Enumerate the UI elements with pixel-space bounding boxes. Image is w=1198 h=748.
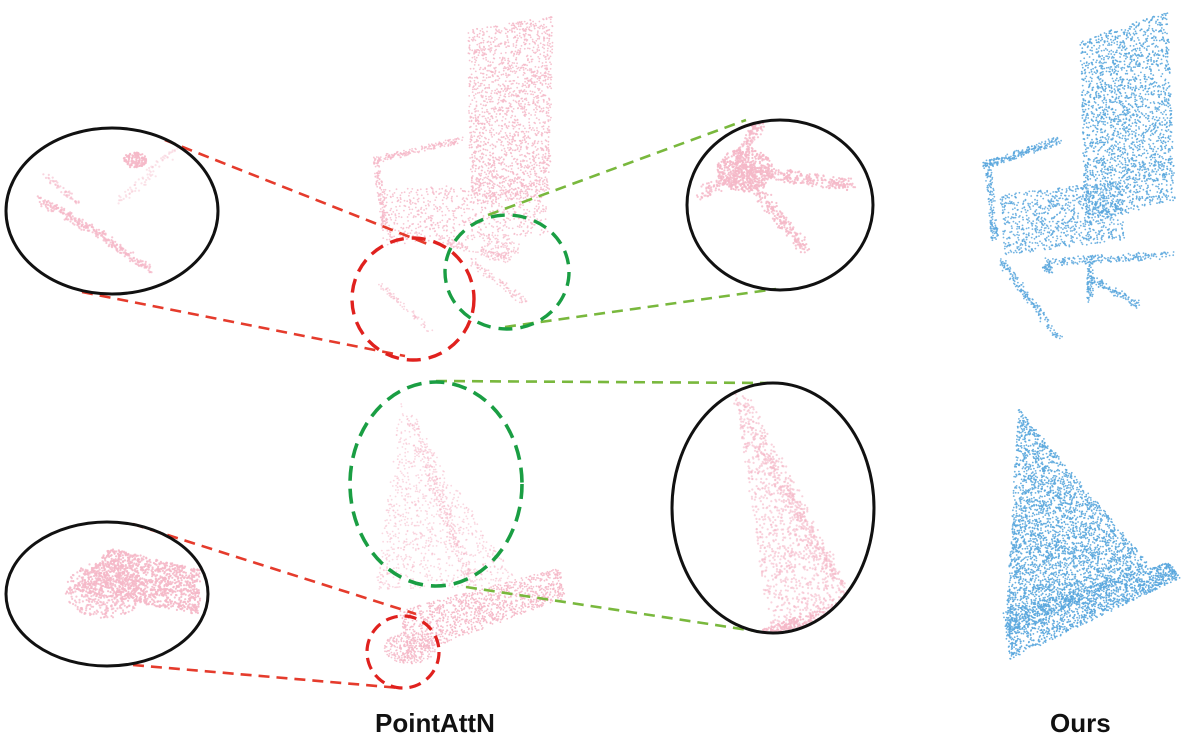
connector-line	[465, 585, 769, 635]
baseline-sailboat-point-cloud	[376, 403, 566, 665]
good-region-circle	[443, 213, 571, 331]
label-ours: Ours	[1050, 708, 1111, 738]
good-region-connectors	[435, 118, 777, 635]
zoom-sail-hull-points	[64, 548, 202, 619]
good-region-circle	[348, 380, 524, 588]
connector-line	[504, 287, 777, 329]
connector-line	[81, 290, 406, 358]
label-pointattn: PointAttN	[375, 708, 495, 738]
zoom-sail-body-points	[733, 393, 871, 633]
zoom-ellipse	[4, 520, 210, 668]
bad-region-circle	[350, 236, 476, 362]
ours-sailboat-point-cloud	[1002, 409, 1181, 660]
zoom-ellipse	[685, 118, 875, 292]
connector-line	[487, 118, 747, 217]
connector-line	[132, 663, 401, 690]
zoom-chair-left-points	[36, 144, 179, 274]
connector-line	[435, 379, 769, 385]
zoom-chair-base-points	[695, 120, 857, 254]
connector-line	[132, 522, 417, 616]
ours-chair-point-cloud	[982, 12, 1176, 340]
zoom-ellipse	[670, 381, 876, 635]
connector-line	[164, 138, 431, 247]
bad-region-circle	[365, 614, 441, 690]
baseline-chair-point-cloud	[372, 16, 554, 333]
zoom-ellipse	[4, 126, 220, 296]
bad-region-connectors	[81, 138, 431, 690]
